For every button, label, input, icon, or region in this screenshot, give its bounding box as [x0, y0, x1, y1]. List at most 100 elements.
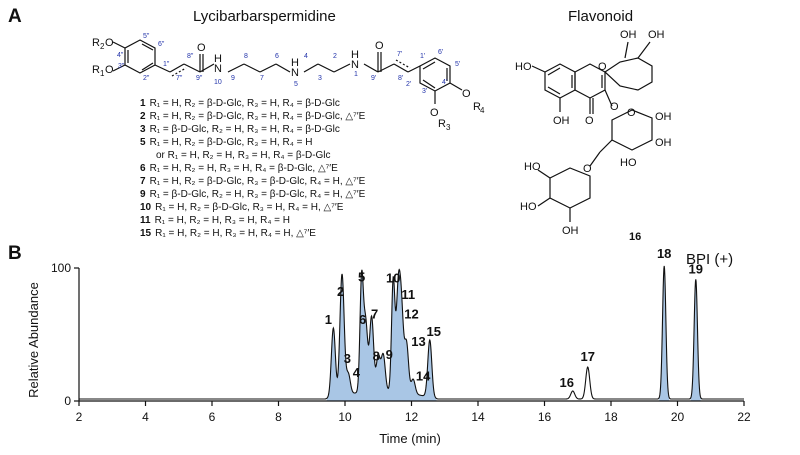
svg-text:O: O	[105, 37, 114, 49]
svg-text:H: H	[291, 57, 299, 69]
peak-label-5: 5	[358, 269, 365, 284]
svg-text:HO: HO	[524, 161, 541, 173]
svg-text:10: 10	[214, 79, 222, 86]
peak-label-14: 14	[416, 368, 431, 383]
svg-text:OH: OH	[655, 111, 672, 123]
svg-text:H: H	[214, 53, 222, 65]
svg-text:O: O	[627, 107, 636, 119]
x-tick-label: 12	[405, 410, 419, 424]
svg-text:7: 7	[260, 75, 264, 82]
legend-num: 10	[140, 202, 152, 213]
peak-label-15: 15	[427, 324, 441, 339]
legend-num: 1	[140, 98, 146, 109]
svg-text:7": 7"	[176, 75, 183, 82]
legend-num: 5	[140, 137, 146, 148]
peak-label-11: 11	[401, 287, 415, 302]
x-tick-label: 20	[671, 410, 685, 424]
svg-text:R: R	[438, 118, 446, 130]
svg-text:6": 6"	[158, 41, 165, 48]
legend-num: 2	[140, 111, 146, 122]
svg-text:HO: HO	[515, 61, 532, 73]
legend-num: 11	[140, 215, 151, 226]
svg-text:9: 9	[231, 75, 235, 82]
svg-text:R: R	[92, 37, 100, 49]
peak-label-3: 3	[344, 351, 351, 366]
svg-text:HO: HO	[520, 201, 537, 213]
peak-label-16: 16	[560, 375, 574, 390]
panel-a-letter: A	[8, 6, 22, 27]
svg-text:2': 2'	[406, 81, 411, 88]
compound-16-label: 16	[629, 231, 641, 243]
svg-text:2": 2"	[143, 75, 150, 82]
flavonoid-atoms: HO OH O O OH OH O O OH OH HO O HO HO OH	[515, 29, 672, 237]
legend-text: R₁ = H, R₂ = H, R₃ = H, R₄ = H	[154, 215, 291, 226]
legend-num: 15	[140, 228, 152, 239]
svg-text:O: O	[585, 115, 594, 127]
x-tick-label: 22	[737, 410, 751, 424]
x-tick-label: 4	[142, 410, 149, 424]
trace-label: BPI (+)	[686, 251, 733, 268]
flavonoid-title: Flavonoid	[568, 8, 634, 25]
svg-text:8': 8'	[398, 75, 403, 82]
svg-text:OH: OH	[648, 29, 665, 41]
x-tick-label: 10	[338, 410, 352, 424]
peak-label-19: 19	[689, 261, 703, 276]
legend-text: R₁ = H, R₂ = β-D-Glc, R₃ = H, R₄ = H	[149, 137, 313, 148]
svg-text:9": 9"	[196, 75, 203, 82]
svg-text:5': 5'	[455, 61, 460, 68]
x-tick-label: 6	[209, 410, 216, 424]
legend-text: R₁ = β-D-Glc, R₂ = H, R₃ = H, R₄ = β-D-G…	[149, 124, 340, 135]
svg-text:O: O	[430, 107, 439, 119]
svg-text:8: 8	[244, 53, 248, 60]
svg-text:O: O	[375, 40, 384, 52]
svg-text:OH: OH	[553, 115, 570, 127]
peak-label-6: 6	[359, 312, 366, 327]
svg-text:H: H	[351, 49, 359, 61]
svg-text:O: O	[462, 88, 471, 100]
peak-label-9: 9	[386, 347, 393, 362]
peak-label-17: 17	[580, 349, 594, 364]
svg-text:1": 1"	[163, 61, 170, 68]
svg-text:4: 4	[304, 53, 308, 60]
svg-text:OH: OH	[620, 29, 637, 41]
legend-text: or R₁ = H, R₂ = H, R₃ = H, R₄ = β-D-Glc	[156, 150, 331, 161]
svg-text:O: O	[610, 101, 619, 113]
x-tick-label: 16	[538, 410, 552, 424]
peak-label-8: 8	[373, 348, 380, 363]
svg-text:O: O	[583, 163, 592, 175]
legend-text: R₁ = β-D-Glc, R₂ = H, R₃ = β-D-Glc, R₄ =…	[149, 189, 366, 200]
legend-text: R₁ = H, R₂ = β-D-Glc, R₃ = H, R₄ = β-D-G…	[149, 98, 340, 109]
peak-label-13: 13	[411, 334, 425, 349]
legend-text: R₁ = H, R₂ = β-D-Glc, R₃ = H, R₄ = H, △⁷…	[155, 202, 344, 213]
legend-num: 6	[140, 163, 146, 174]
svg-text:O: O	[598, 61, 607, 73]
legend-text: R₁ = H, R₂ = H, R₃ = H, R₄ = H, △⁷′E	[155, 228, 316, 239]
x-axis-title: Time (min)	[379, 431, 441, 446]
legend-text: R₁ = H, R₂ = β-D-Glc, R₃ = H, R₄ = β-D-G…	[149, 111, 366, 122]
svg-text:OH: OH	[562, 225, 579, 237]
legend-num: 7	[140, 176, 146, 187]
plot-area	[79, 265, 744, 401]
svg-text:3: 3	[446, 123, 451, 132]
svg-text:4": 4"	[117, 52, 124, 59]
svg-text:8": 8"	[187, 53, 194, 60]
peak-label-2: 2	[337, 284, 344, 299]
peak-label-7: 7	[371, 307, 378, 322]
svg-text:N: N	[291, 67, 299, 79]
svg-text:4': 4'	[442, 79, 447, 86]
legend-text: R₁ = H, R₂ = H, R₃ = H, R₄ = β-D-Glc, △⁷…	[149, 163, 338, 174]
shaded-peak-region	[326, 269, 437, 401]
svg-text:1: 1	[354, 71, 358, 78]
svg-text:6: 6	[275, 53, 279, 60]
svg-text:5: 5	[294, 81, 298, 88]
y-tick-label: 100	[51, 261, 71, 275]
legend-num: 9	[140, 189, 146, 200]
svg-text:R: R	[473, 101, 481, 113]
svg-text:3: 3	[318, 75, 322, 82]
svg-text:HO: HO	[620, 157, 637, 169]
